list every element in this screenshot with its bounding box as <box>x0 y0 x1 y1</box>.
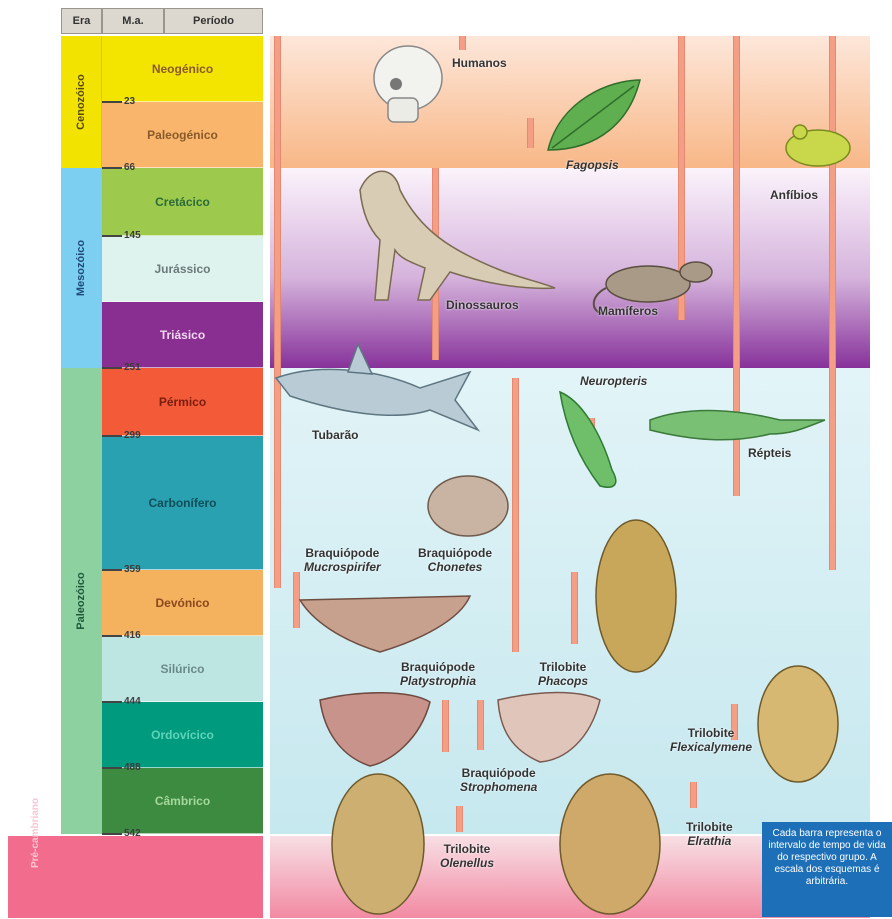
label-trilobite-flexicalymene: TrilobiteFlexicalymene <box>670 726 752 754</box>
brachiopod-chonetes-illustration <box>428 476 508 536</box>
label-trilobite-olenellus: TrilobiteOlenellus <box>440 842 494 870</box>
label-neuropteris: Neuropteris <box>580 374 647 388</box>
label-reptiles: Répteis <box>748 446 791 460</box>
lifespan-note-box: Cada barra representa o intervalo de tem… <box>762 822 892 917</box>
trilobite-olenellus-illustration <box>332 774 424 914</box>
dinosaur-illustration <box>360 171 555 300</box>
skull-illustration <box>374 46 442 122</box>
label-dinosaurs: Dinossauros <box>446 298 519 312</box>
trilobite-elrathia-illustration <box>560 774 660 914</box>
label-humans: Humanos <box>452 56 507 70</box>
brachiopod-strophomena-illustration <box>498 693 600 763</box>
label-brachiopod-strophomena: BraquiópodeStrophomena <box>460 766 537 794</box>
label-shark: Tubarão <box>312 428 358 442</box>
label-brachiopod-platystrophia: BraquiópodePlatystrophia <box>400 660 476 688</box>
label-mammals: Mamíferos <box>598 304 658 318</box>
label-fagopsis: Fagopsis <box>566 158 619 172</box>
label-amphibians: Anfíbios <box>770 188 818 202</box>
shark-illustration <box>276 344 478 430</box>
leaf-illustration <box>548 80 640 150</box>
frog-illustration <box>786 125 850 166</box>
fern-illustration <box>560 392 616 487</box>
label-brachiopod-chonetes: BraquiópodeChonetes <box>418 546 492 574</box>
reptile-illustration <box>650 411 825 440</box>
label-trilobite-phacops: TrilobitePhacops <box>538 660 588 688</box>
label-brachiopod-mucrospirifer: BraquiópodeMucrospirifer <box>304 546 381 574</box>
brachiopod-platystrophia-illustration <box>320 693 430 766</box>
trilobite-flexicalymene-illustration <box>758 666 838 782</box>
trilobite-phacops-illustration <box>596 520 676 672</box>
label-trilobite-elrathia: TrilobiteElrathia <box>686 820 733 848</box>
brachiopod-mucrospirifer-illustration <box>300 596 470 652</box>
